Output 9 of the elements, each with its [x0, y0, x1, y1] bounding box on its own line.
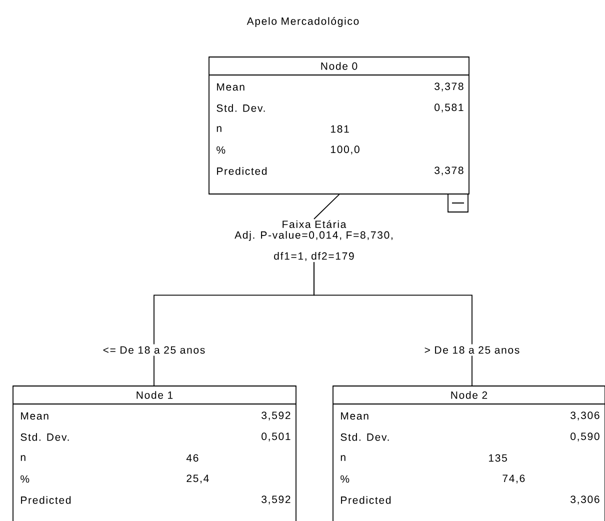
edge-label: <= De 18 a 25 anos [100, 344, 208, 356]
tree-node-box: Node 2 Mean 3,306 Std. Dev. 0,590 n 135 % 74,6 Predicted 3,306 [332, 386, 605, 521]
edge-label: > De 18 a 25 anos [422, 344, 522, 356]
connector-line [314, 262, 472, 386]
tree-node-box: Node 0 Mean 3,378 Std. Dev. 0,581 n 181 % 100,0 Predicted 3,378 [208, 56, 470, 194]
split-label: Faixa Etária Adj. P-value=0,014, F=8,730, df1=1, df2=179 [234, 220, 392, 261]
connector-line [314, 194, 340, 220]
title: Apelo Mercadológico [246, 17, 359, 27]
tree-node-box: Node 1 Mean 3,592 Std. Dev. 0,501 n 46 % 25,4 Predicted 3,592 [12, 386, 296, 521]
